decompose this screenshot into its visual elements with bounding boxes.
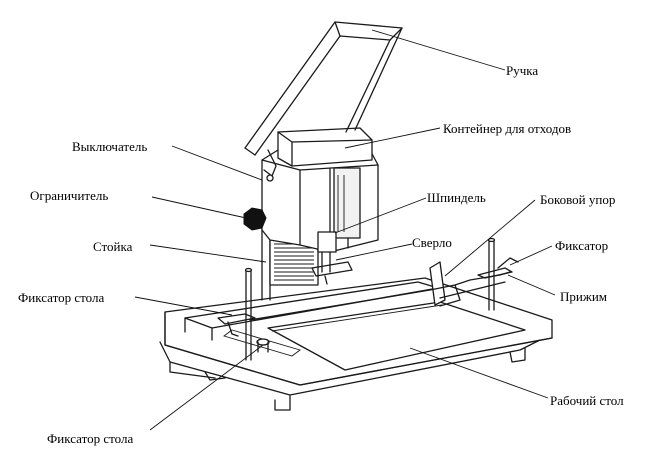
limiter-knob <box>243 207 267 231</box>
label-side-stop: Боковой упор <box>540 192 616 207</box>
label-work-table: Рабочий стол <box>550 393 624 408</box>
post-right <box>477 237 519 311</box>
leader-lines <box>134 29 556 431</box>
label-fixer-right: Фиксатор <box>555 238 609 253</box>
spindle <box>311 231 353 285</box>
label-limiter: Ограничитель <box>30 188 109 203</box>
handle <box>244 21 403 182</box>
label-switch: Выключатель <box>72 139 148 154</box>
label-drill: Сверло <box>412 235 452 250</box>
table-slot <box>223 329 301 357</box>
drill-head <box>261 149 379 253</box>
waste-container <box>277 127 373 167</box>
label-spindle: Шпиндель <box>427 190 486 205</box>
label-post: Стойка <box>93 239 133 254</box>
label-table-fixer-top: Фиксатор стола <box>18 290 105 305</box>
label-clamp: Прижим <box>560 289 608 304</box>
label-table-fixer-bottom: Фиксатор стола <box>47 431 134 446</box>
label-handle: Ручка <box>506 63 539 78</box>
work-table-sheet <box>267 301 526 371</box>
label-waste-container: Контейнер для отходов <box>443 121 572 136</box>
post-left <box>217 267 256 361</box>
